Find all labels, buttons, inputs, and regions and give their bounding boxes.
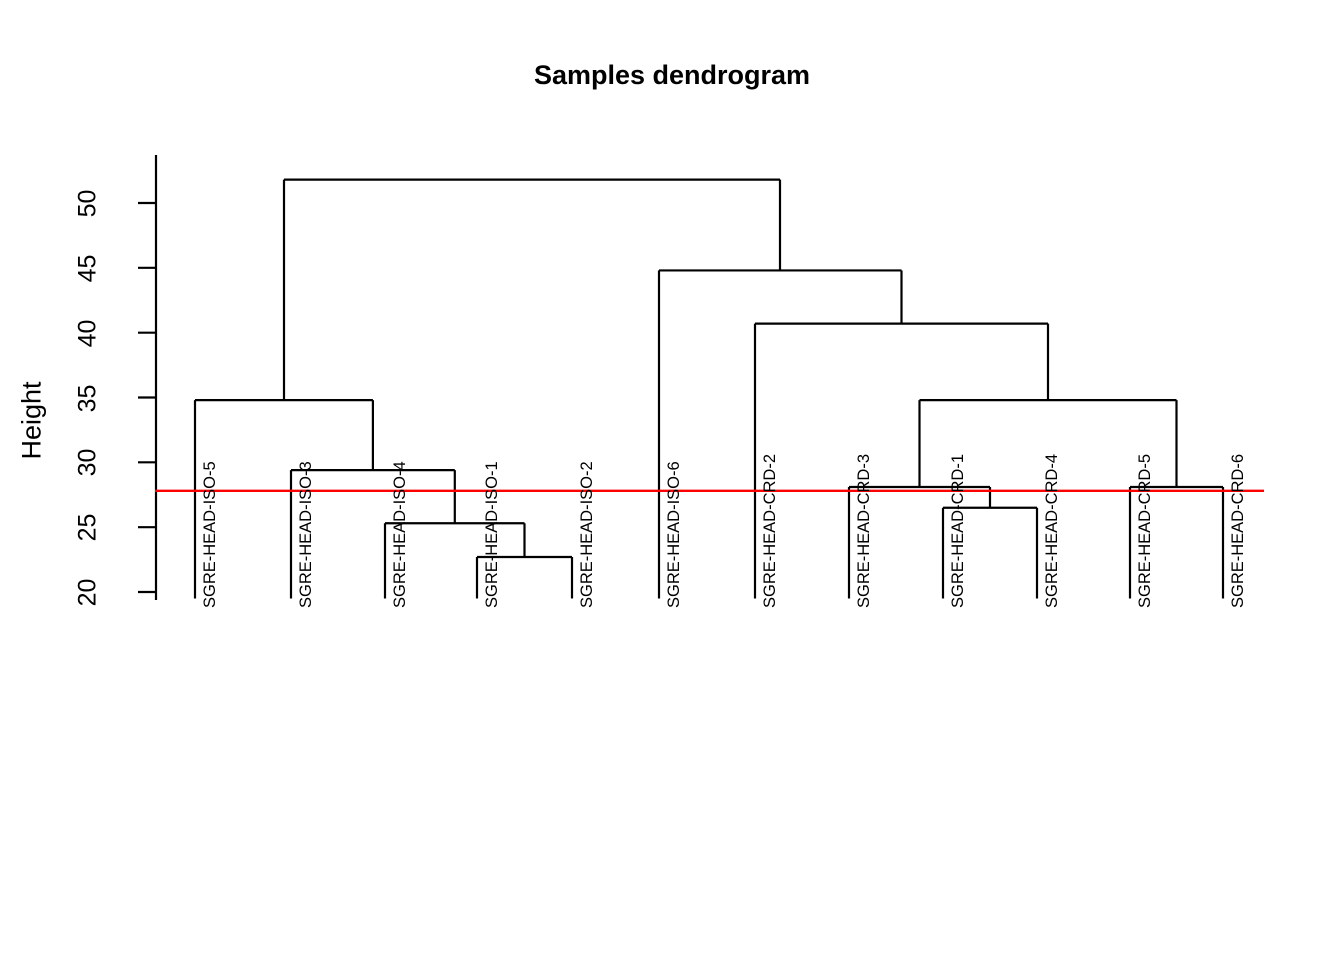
leaf-label: SGRE-HEAD-CRD-1 bbox=[949, 454, 967, 609]
leaf-label: SGRE-HEAD-ISO-3 bbox=[297, 461, 315, 609]
leaf-label: SGRE-HEAD-CRD-3 bbox=[855, 454, 873, 609]
leaf-label: SGRE-HEAD-ISO-4 bbox=[391, 461, 409, 609]
dendrogram-tree bbox=[193, 178, 1225, 599]
y-axis bbox=[138, 155, 158, 600]
leaf-label: SGRE-HEAD-ISO-2 bbox=[578, 461, 596, 609]
leaf-label: SGRE-HEAD-ISO-6 bbox=[665, 461, 683, 609]
leaf-label: SGRE-HEAD-ISO-1 bbox=[483, 461, 501, 609]
leaf-label: SGRE-HEAD-CRD-4 bbox=[1043, 454, 1061, 609]
page-title: Samples dendrogram bbox=[533, 60, 811, 90]
leaf-label: SGRE-HEAD-CRD-6 bbox=[1229, 454, 1247, 609]
leaf-label: SGRE-HEAD-ISO-5 bbox=[201, 461, 219, 609]
leaf-label: SGRE-HEAD-CRD-5 bbox=[1136, 454, 1154, 609]
leaf-label: SGRE-HEAD-CRD-2 bbox=[761, 454, 779, 609]
y-tick-label: 50 bbox=[73, 189, 102, 218]
